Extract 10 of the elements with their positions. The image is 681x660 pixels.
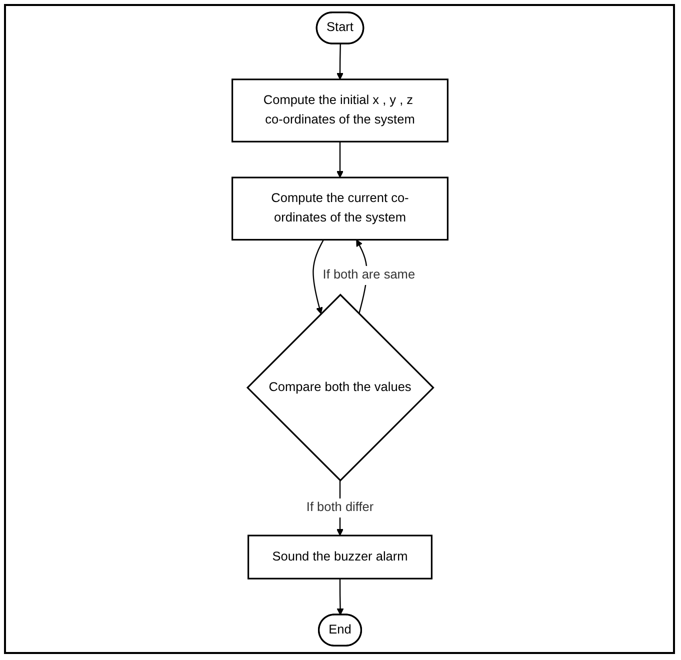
edge-label: If both differ: [306, 500, 374, 514]
edge-label: If both are same: [322, 268, 415, 282]
arrow: [336, 44, 343, 80]
node-box: Compute the current co-ordinates of the system: [231, 176, 448, 241]
arrow: [336, 142, 343, 178]
node-diamond: Compare both the values: [246, 294, 434, 482]
node-box: Compute the initial x , y , z co-ordinates of the system: [231, 78, 448, 142]
arrow: [336, 578, 344, 616]
arrow: [312, 239, 324, 314]
node-box: Sound the buzzer alarm: [247, 534, 432, 580]
